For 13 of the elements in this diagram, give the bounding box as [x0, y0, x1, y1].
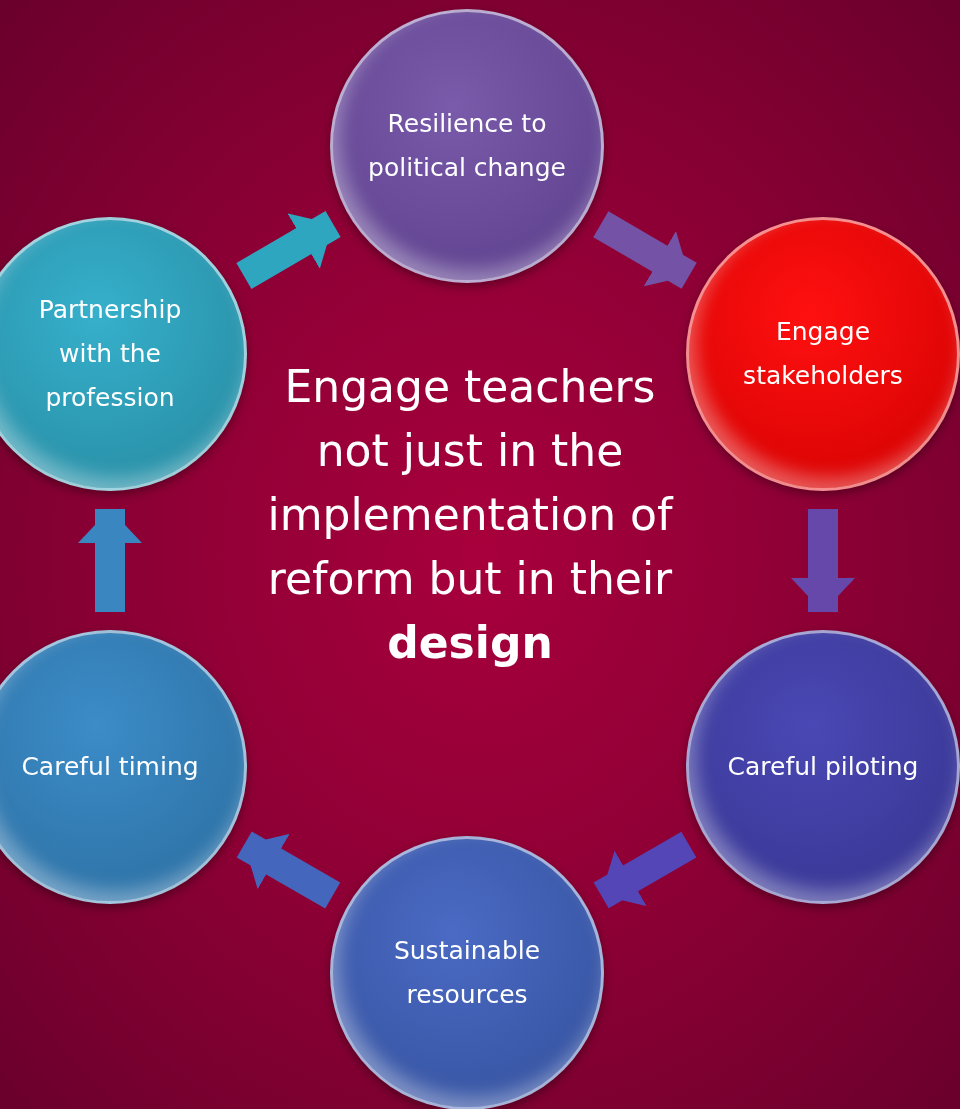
node-label: Engage stakeholders: [742, 316, 904, 392]
block-arrow: [791, 509, 855, 612]
block-arrow: [236, 831, 341, 909]
block-arrow: [78, 509, 142, 612]
node-label: Careful timing: [21, 751, 199, 783]
node-label: Partnership with the profession: [37, 294, 183, 414]
center-statement: Engage teachers not just in the implementation of reform but in their design: [266, 360, 675, 670]
block-arrow: [593, 831, 697, 909]
block-arrow: [236, 211, 341, 289]
node-label: Resilience to political change: [367, 108, 567, 184]
node-label: Sustainable resources: [392, 935, 542, 1011]
node-label: Careful piloting: [727, 751, 919, 783]
block-arrow: [593, 211, 697, 289]
